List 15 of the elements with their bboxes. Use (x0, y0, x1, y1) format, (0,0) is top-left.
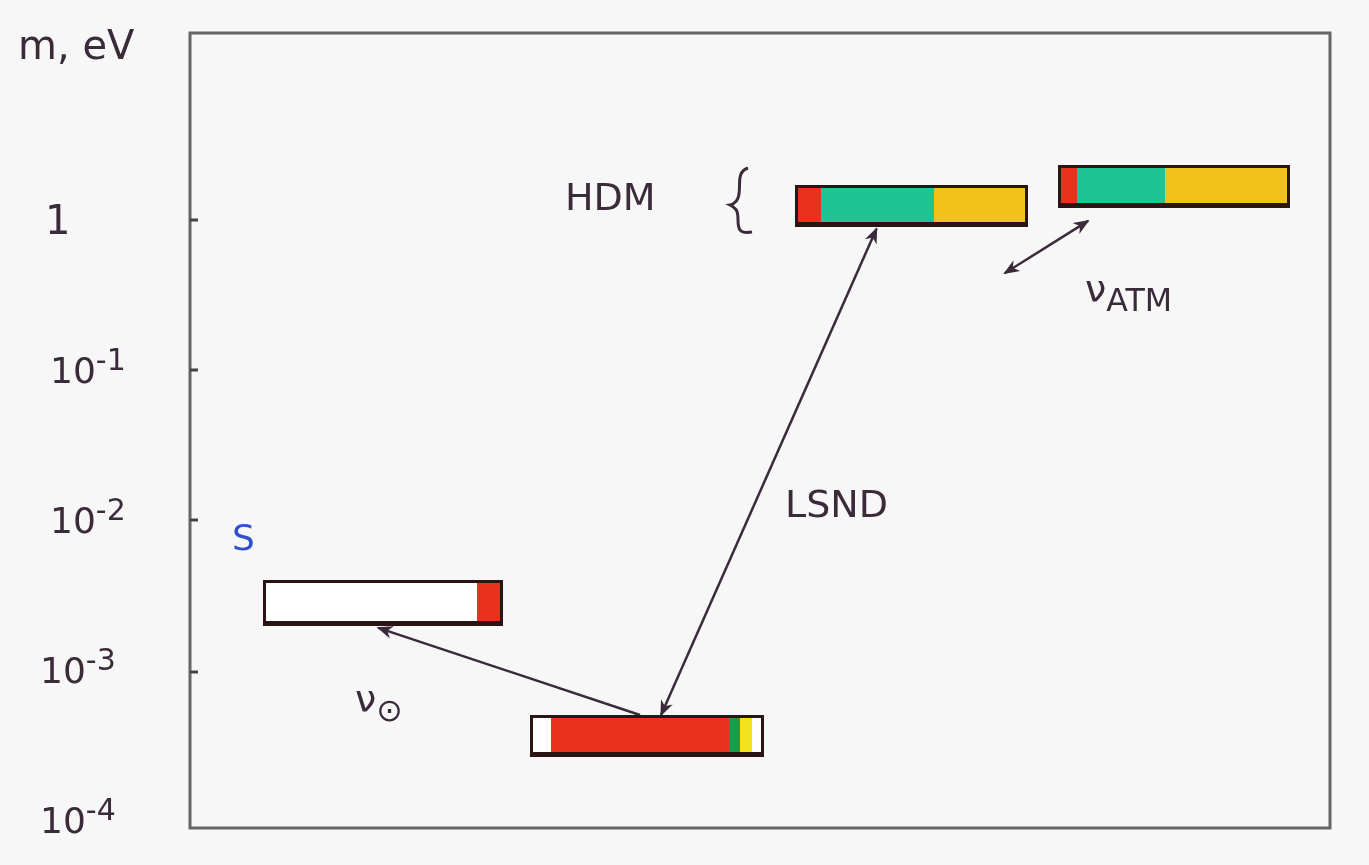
tick-label: 10$^{-2}$ (50, 495, 126, 539)
mass-bar (795, 185, 1028, 227)
bar-label: S (232, 520, 255, 556)
mass-bar (530, 715, 764, 757)
mass-bar (1058, 165, 1290, 208)
arrow (376, 626, 641, 717)
bar-label: HDM (565, 178, 656, 216)
tick-label: 10$^{-1}$ (50, 345, 126, 389)
tick-label: 10$^{-3}$ (40, 645, 116, 689)
mass-bar (263, 580, 503, 626)
axis-title: m, eV (18, 25, 135, 65)
arrow (659, 227, 878, 717)
tick-label: 1 (45, 200, 71, 240)
arrow (1003, 219, 1090, 275)
tick-label: 10$^{-4}$ (40, 795, 116, 839)
